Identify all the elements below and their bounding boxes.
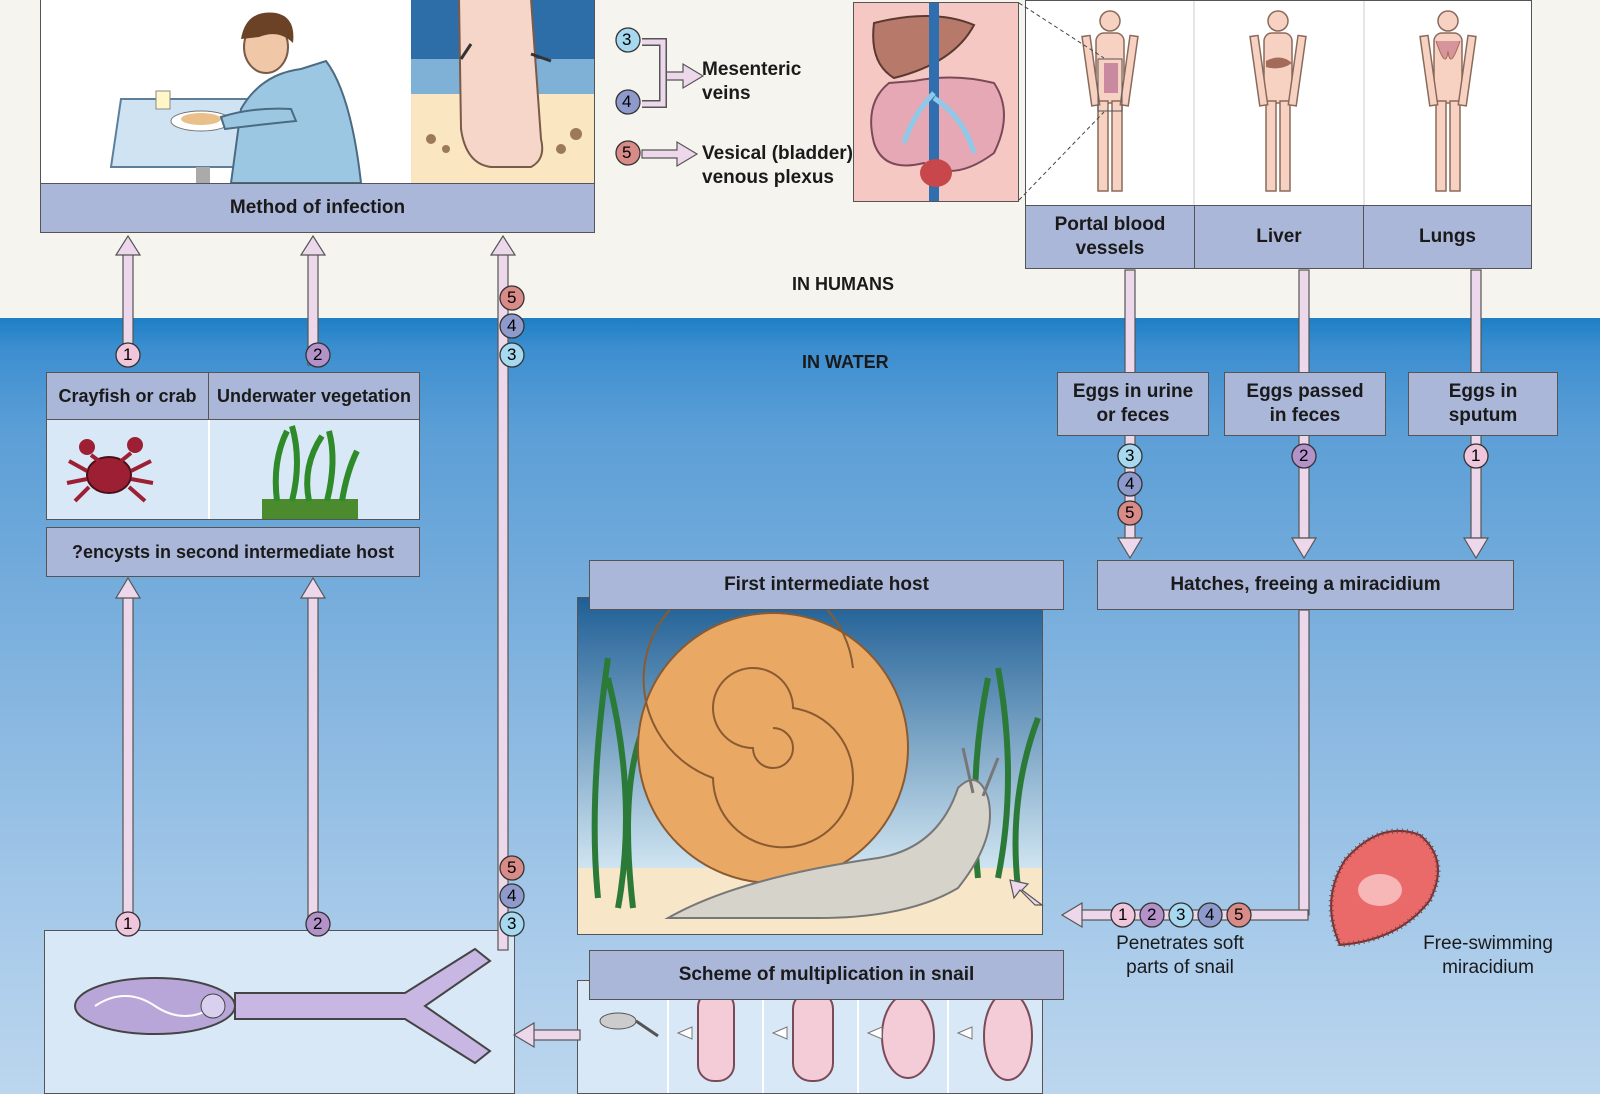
badge-label: 1 [123,345,133,364]
badge-5 [615,140,641,166]
badge-label: 2 [313,914,323,933]
snail-icon [578,598,1042,934]
scheme-multiplication-label: Scheme of multiplication in snail [589,950,1064,1000]
badge-label: 5 [507,858,517,877]
method-illustration [40,0,595,184]
organs-icon [870,3,1005,201]
portal-blood-vessels-label: Portal blood vessels [1025,205,1195,269]
badge-label: 2 [313,345,323,364]
hatches-label: Hatches, freeing a miracidium [1097,560,1514,610]
eggs-sputum-label: Eggs in sputum [1408,372,1558,436]
in-water-label: IN WATER [802,352,889,372]
crab-icon [66,437,154,503]
badge-label: 1 [123,914,133,933]
miracidium-icon [1328,828,1441,948]
badge-4 [615,89,641,115]
badge-label: 2 [1299,446,1309,465]
organs-inset [853,2,1019,202]
badge-label: 1 [1118,905,1128,924]
vesical-line-2: venous plexus [702,167,834,188]
badge-label: 4 [507,886,517,905]
human-figures-panel [1025,0,1532,206]
liver-label: Liver [1194,205,1364,269]
badge-label: 3 [507,914,517,933]
cercaria-icon [74,947,492,1065]
badge-label: 2 [1147,905,1157,924]
method-of-infection-label: Method of infection [40,183,595,233]
first-intermediate-host-label: First intermediate host [589,560,1064,610]
badge-label: 5 [622,143,632,162]
eggs-urine-feces-label: Eggs in urine or feces [1057,372,1209,436]
badge-label: 3 [507,345,517,364]
eating-person-icon [109,0,594,183]
badge-label: 5 [507,288,517,307]
badge-label: 3 [622,30,632,49]
second-host-illustration [46,410,420,520]
sporocyst-icon [697,990,1033,1082]
crayfish-or-crab-label: Crayfish or crab [46,372,209,420]
penetrates-snail-label: Penetrates soft parts of snail [1116,933,1244,978]
in-humans-label: IN HUMANS [792,274,894,294]
badge-label: 5 [1234,905,1244,924]
badge-label: 4 [1125,474,1135,493]
mesenteric-veins-label: Mesenteric veins [702,59,802,104]
badge-label: 1 [1471,446,1481,465]
badge-label: 3 [1125,446,1135,465]
badge-label: 5 [1125,503,1135,522]
free-swimming-miracidium-label: Free-swimming miracidium [1423,933,1553,978]
snail-illustration [577,597,1043,935]
lungs-label: Lungs [1363,205,1532,269]
badge-label: 4 [622,92,632,111]
seaweed-icon [262,425,360,519]
adult-fluke-illustration [44,930,515,1094]
badge-label: 4 [1205,905,1215,924]
vesical-plexus-label: Vesical (bladder) venous plexus [702,142,853,190]
badge-label: 3 [1176,905,1186,924]
badge-label: 4 [507,316,517,335]
cercaria-icon [599,1012,659,1038]
human-figure-icon [1081,1,1477,205]
second-host-footer: ?encysts in second intermediate host [46,527,420,577]
underwater-vegetation-label: Underwater vegetation [208,372,420,420]
eggs-feces-label: Eggs passed in feces [1224,372,1386,436]
badge-3 [615,27,641,53]
vesical-line-1: Vesical (bladder) [702,143,854,164]
